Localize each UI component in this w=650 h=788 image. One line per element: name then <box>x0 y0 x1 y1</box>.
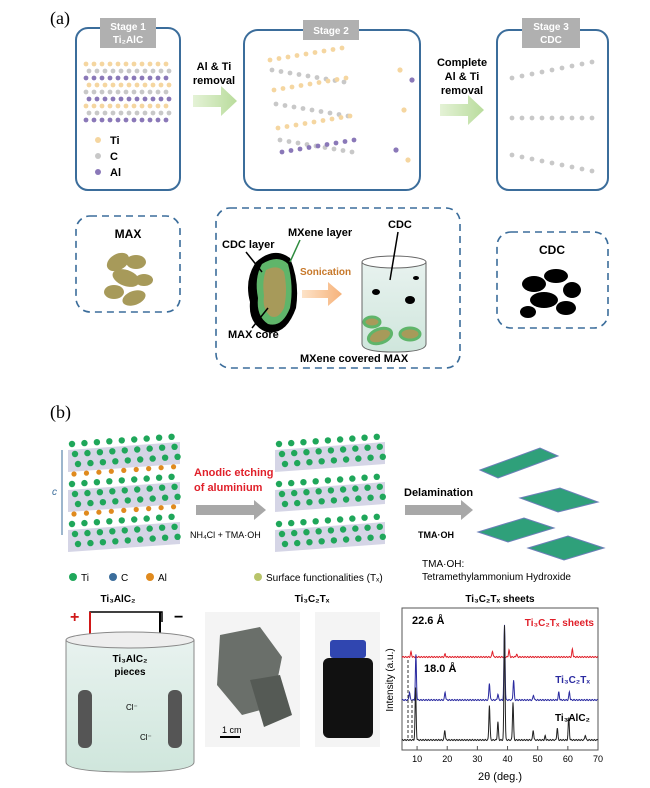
electrochemical-cell: + − Ti₃AlC₂ pieces Cl⁻ Cl⁻ <box>65 609 195 773</box>
delamination-label: Delamination <box>404 487 473 499</box>
arrow-bar <box>196 505 254 515</box>
surface-functionalities: Surface functionalities (Tₓ) <box>266 573 383 584</box>
partially-etched-lattice <box>267 45 415 163</box>
carbon-lattice <box>509 59 595 174</box>
minus-terminal: − <box>174 609 183 626</box>
atom-legend: Ti C Al <box>95 135 121 179</box>
chloride-ion: Cl⁻ <box>126 703 138 712</box>
series-line <box>401 625 599 742</box>
stage3-subtitle: CDC <box>540 35 562 46</box>
legend-c: C <box>110 151 118 163</box>
bottle-photo <box>315 612 380 747</box>
series-line <box>401 646 599 659</box>
ti3c2tx-structure <box>275 433 386 552</box>
stage1-title: Stage 1 <box>110 22 146 33</box>
etching-label-2: of aluminium <box>194 482 263 494</box>
legend-ti: Ti <box>110 135 120 147</box>
legend-c: C <box>121 573 128 584</box>
stage2-title: Stage 2 <box>313 26 349 37</box>
arrow2-line3: removal <box>441 85 483 97</box>
annotation-18-0: 18.0 Å <box>424 662 456 675</box>
pieces-label-2: pieces <box>114 667 146 678</box>
x-tick-label: 40 <box>503 754 513 764</box>
arrow2-line1: Complete <box>437 57 487 69</box>
reagent-1: NH₄Cl + TMA·OH <box>190 530 261 540</box>
mxene-layer-label: MXene layer <box>288 227 353 239</box>
core-shell-particle <box>248 252 298 333</box>
ti2alc-lattice <box>83 61 172 123</box>
scale-bar-label: 1 cm <box>222 725 242 735</box>
max-box: MAX <box>75 215 181 313</box>
series-line <box>401 624 598 702</box>
legend-ti3alc2: Ti₃AlC₂ <box>555 713 590 724</box>
structure-label-sheets: Ti₃C₂Tₓ sheets <box>465 594 535 605</box>
ti3alc2-photo: 1 cm <box>205 612 300 747</box>
reagent-2: TMA·OH <box>418 530 454 540</box>
xrd-chart: 10 20 30 40 50 60 70 2θ (deg.) Intensity (a.u.… <box>385 607 603 783</box>
arrow1-line1: Al & Ti <box>197 61 232 73</box>
delaminated-sheets <box>476 447 606 561</box>
cdc-label: CDC <box>388 219 412 231</box>
legend-al: Al <box>110 167 121 179</box>
tma-def-1: TMA·OH: <box>422 559 464 570</box>
stage1-subtitle: Ti₂AlC <box>113 35 143 46</box>
plus-terminal: + <box>70 609 79 626</box>
max-core-label: MAX core <box>228 329 279 341</box>
mxene-covered-max-label: MXene covered MAX <box>300 353 409 365</box>
x-tick-label: 60 <box>563 754 573 764</box>
x-tick-label: 30 <box>472 754 482 764</box>
right-arrow-icon <box>254 500 266 520</box>
structure-label-ti3c2tx: Ti₃C₂Tₓ <box>295 594 330 605</box>
structure-label-ti3alc2: Ti₃AlC₂ <box>101 594 136 605</box>
stage3-title: Stage 3 <box>533 22 569 33</box>
arrow-bar <box>405 505 461 515</box>
stage3-box: Stage 3 CDC <box>496 18 609 191</box>
right-arrow-icon <box>302 282 342 306</box>
c-axis-label: c <box>52 487 57 498</box>
legend-al: Al <box>158 573 167 584</box>
panel-a-label: (a) <box>50 8 70 29</box>
cdc-particles <box>520 269 581 318</box>
x-tick-label: 50 <box>533 754 543 764</box>
right-arrow-icon <box>461 500 473 520</box>
stage2-box: Stage 2 <box>243 20 421 191</box>
max-particles <box>104 252 153 306</box>
sonication-box: CDC layer MXene layer Sonication MAX cor… <box>215 207 461 369</box>
panel-b-label: (b) <box>50 402 71 423</box>
legend-ti: Ti <box>81 573 89 584</box>
annotation-22-6: 22.6 Å <box>412 614 444 627</box>
x-tick-label: 20 <box>442 754 452 764</box>
etching-label-1: Anodic etching <box>194 467 273 479</box>
cdc-layer-label: CDC layer <box>222 239 275 251</box>
ti3alc2-structure <box>68 433 181 552</box>
stage1-box: Stage 1 Ti₂AlC Ti C Al <box>75 18 181 191</box>
cdc-box-label: CDC <box>539 243 565 257</box>
right-arrow-icon <box>193 86 237 116</box>
legend-sheets: Ti₃C₂Tₓ sheets <box>525 618 595 629</box>
legend-ti3c2tx: Ti₃C₂Tₓ <box>555 675 590 686</box>
atom-legend-b: Ti C Al Surface functionalities (Tₓ) <box>69 573 383 584</box>
tma-def-2: Tetramethylammonium Hydroxide <box>422 572 571 583</box>
x-tick-label: 10 <box>412 754 422 764</box>
plot-frame <box>401 607 599 751</box>
x-tick-label: 70 <box>593 754 603 764</box>
chloride-ion: Cl⁻ <box>140 733 152 742</box>
max-label: MAX <box>115 227 142 241</box>
arrow1-line2: removal <box>193 75 235 87</box>
cdc-box: CDC <box>496 231 609 329</box>
right-arrow-icon <box>440 95 484 125</box>
beaker <box>361 255 427 353</box>
pieces-label-1: Ti₃AlC₂ <box>113 654 148 665</box>
arrow2-line2: Al & Ti <box>445 71 480 83</box>
sonication-label: Sonication <box>300 267 351 278</box>
y-axis-label: Intensity (a.u.) <box>385 648 396 711</box>
x-axis-label: 2θ (deg.) <box>478 771 522 783</box>
